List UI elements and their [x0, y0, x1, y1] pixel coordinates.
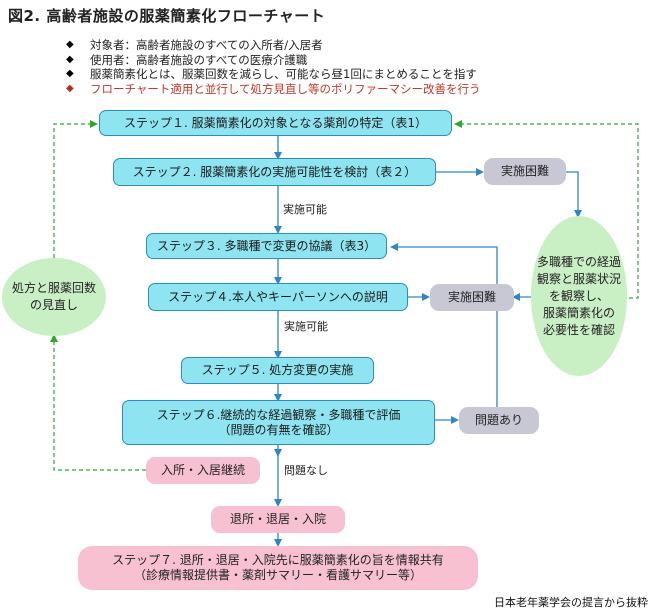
- right-circle-line5: 必要性を確認: [542, 322, 615, 337]
- step-7-line1: ステップ７. 退所・退居・入院先に服薬簡素化の旨を情報共有: [112, 553, 444, 567]
- bullet-list: ◆ 対象者：高齢者施設のすべての入所者/入居者 ◆ 使用者：高齢者施設のすべての…: [66, 38, 481, 96]
- bullet-item: ◆ 対象者：高齢者施設のすべての入所者/入居者: [66, 38, 481, 53]
- bullet-item-highlight: ◆ フローチャート適用と並行して処方見直し等のポリファーマシー改善を行う: [66, 82, 481, 97]
- page-title: 図2. 高齢者施設の服薬簡素化フローチャート: [8, 7, 326, 25]
- step-6-box: ステップ６.継続的な経過観察・多職種で評価 （問題の有無を確認）: [122, 400, 435, 445]
- right-circle-line1: 多職種での経過: [536, 254, 621, 269]
- source-footer: 日本老年薬学会の提言から抜粋: [494, 596, 648, 609]
- bullet-text: 使用者：高齢者施設のすべての医療介護職: [90, 52, 308, 67]
- step-7-box: ステップ７. 退所・退居・入院先に服薬簡素化の旨を情報共有 （診療情報提供書・薬…: [78, 546, 478, 590]
- diamond-bullet-icon: ◆: [66, 39, 74, 50]
- step-1-box: ステップ１. 服薬簡素化の対象となる薬剤の特定（表1）: [99, 110, 452, 136]
- continue-box: 入所・入居継続: [146, 457, 260, 484]
- diamond-bullet-icon: ◆: [66, 68, 74, 80]
- step-3-box: ステップ３. 多職種で変更の協議（表3）: [146, 233, 387, 259]
- label-no-problem: 問題なし: [284, 464, 328, 477]
- left-circle-line1: 処方と服薬回数: [11, 281, 96, 295]
- discharge-box: 退所・退居・入院: [211, 506, 345, 533]
- step-2-box: ステップ２. 服薬簡素化の実施可能性を検討（表２）: [113, 158, 436, 186]
- right-circle-line3: を観察し、: [548, 288, 609, 303]
- arrow-problem-s3: [390, 243, 498, 407]
- label-possible-2: 実施可能: [284, 320, 328, 333]
- problem-box: 問題あり: [459, 407, 539, 434]
- bullet-text: フローチャート適用と並行して処方見直し等のポリファーマシー改善を行う: [90, 81, 481, 96]
- step-5-box: ステップ５. 処方変更の実施: [181, 357, 374, 384]
- dashed-leftcircle-s1: [53, 120, 98, 258]
- label-possible-1: 実施可能: [283, 203, 327, 216]
- left-review-circle: 処方と服薬回数 の見直し: [2, 258, 106, 336]
- difficult-box-1: 実施困難: [484, 158, 566, 185]
- diamond-bullet-icon: ◆: [66, 53, 74, 65]
- left-circle-line2: の見直し: [29, 298, 78, 312]
- step-6-line1: ステップ６.継続的な経過観察・多職種で評価: [156, 407, 401, 422]
- dashed-circle-s1: [454, 120, 639, 299]
- diamond-bullet-icon: ◆: [66, 82, 74, 94]
- bullet-item: ◆ 服薬簡素化とは、服薬回数を減らし、可能なら昼1回にまとめることを指す: [66, 67, 481, 82]
- step-4-box: ステップ４.本人やキーパーソンへの説明: [148, 283, 408, 311]
- difficult-box-2: 実施困難: [430, 284, 514, 311]
- bullet-text: 服薬簡素化とは、服薬回数を減らし、可能なら昼1回にまとめることを指す: [90, 67, 477, 82]
- right-observation-circle: 多職種での経過 観察と服薬状況 を観察し、 服薬簡素化の 必要性を確認: [531, 216, 627, 376]
- bullet-text: 対象者：高齢者施設のすべての入所者/入居者: [90, 38, 323, 52]
- bullet-item: ◆ 使用者：高齢者施設のすべての医療介護職: [66, 53, 481, 68]
- step-7-line2: （診療情報提供書・薬剤サマリー・看護サマリー等）: [133, 568, 422, 582]
- arrow-difficult1-circle: [566, 171, 582, 218]
- step-6-line2: （問題の有無を確認）: [218, 422, 339, 437]
- dashed-continue-leftcircle: [50, 334, 146, 471]
- right-circle-line4: 服薬簡素化の: [542, 305, 615, 320]
- right-circle-line2: 観察と服薬状況: [536, 271, 621, 286]
